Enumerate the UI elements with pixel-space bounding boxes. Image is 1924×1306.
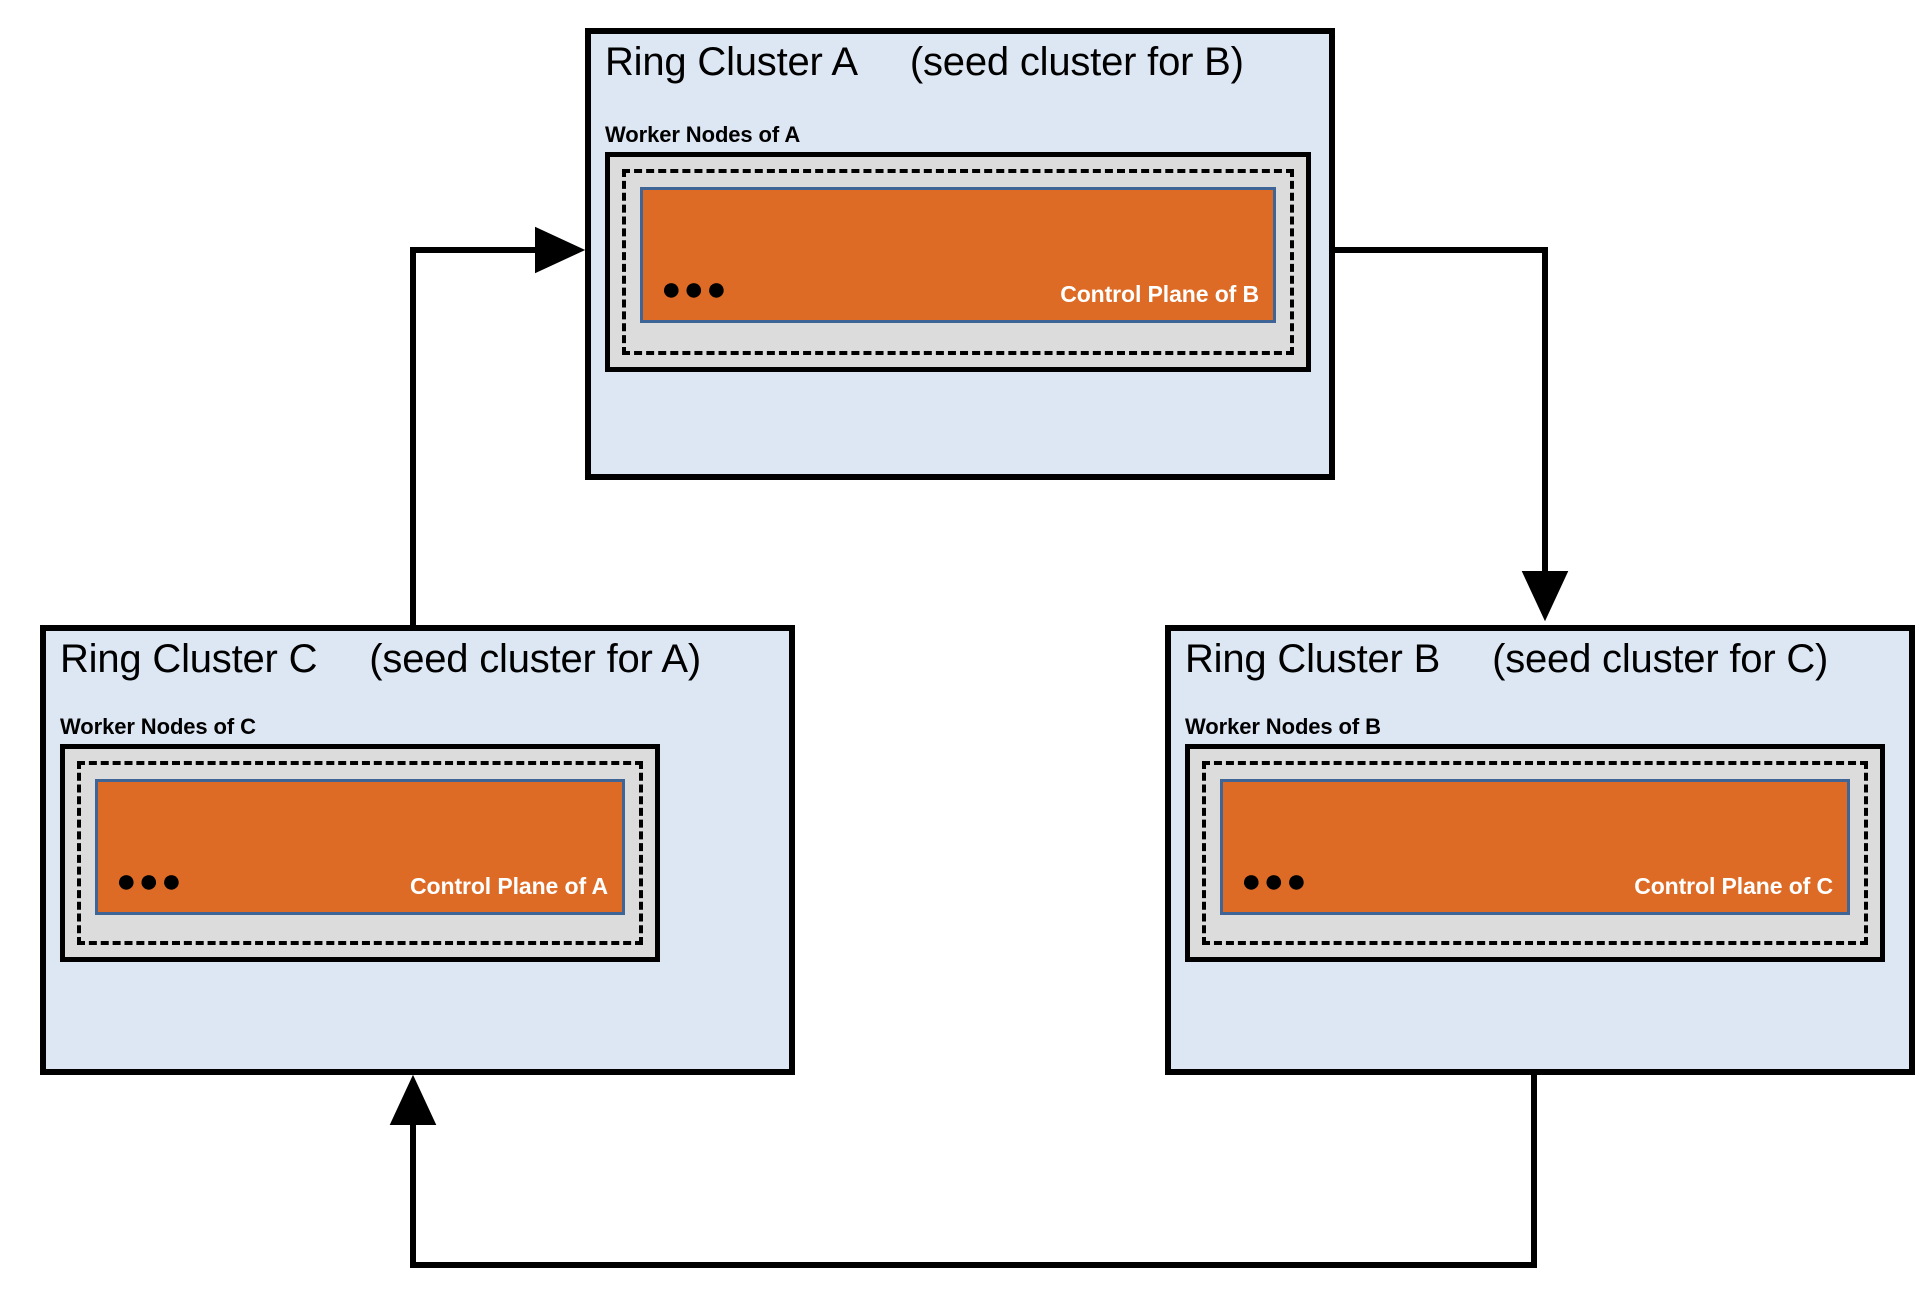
cluster-b-control-plane[interactable]: ●●● Control Plane of C — [1220, 779, 1850, 915]
cluster-b-dashed-boundary — [1202, 761, 1868, 945]
cluster-a-name: Ring Cluster A — [605, 40, 858, 84]
cluster-c-worker-box: ●●● Control Plane of A — [60, 744, 660, 962]
cluster-c-name: Ring Cluster C — [60, 637, 318, 681]
cluster-b-title: Ring Cluster B (seed cluster for C) — [1185, 637, 1828, 682]
cluster-b-seed-note: (seed cluster for C) — [1492, 637, 1829, 681]
cluster-card-c[interactable]: Ring Cluster C (seed cluster for A) Work… — [40, 625, 795, 1075]
cluster-a-title: Ring Cluster A (seed cluster for B) — [605, 40, 1244, 85]
cluster-b-control-plane-label: Control Plane of C — [1634, 873, 1833, 899]
cluster-c-control-plane[interactable]: ●●● Control Plane of A — [95, 779, 625, 915]
cluster-c-title: Ring Cluster C (seed cluster for A) — [60, 637, 701, 682]
arrow-c-to-a — [410, 226, 586, 625]
arrow-b-to-c — [389, 1074, 1537, 1268]
cluster-c-ellipsis-dots: ●●● — [116, 862, 184, 900]
cluster-c-seed-note: (seed cluster for A) — [369, 637, 701, 681]
cluster-a-dashed-boundary — [622, 169, 1294, 355]
cluster-b-ellipsis-dots: ●●● — [1241, 862, 1309, 900]
cluster-a-control-plane[interactable]: ●●● Control Plane of B — [640, 187, 1276, 323]
cluster-c-worker-label: Worker Nodes of C — [60, 714, 256, 739]
cluster-a-control-plane-label: Control Plane of B — [1060, 281, 1259, 307]
cluster-b-name: Ring Cluster B — [1185, 637, 1441, 681]
cluster-card-a[interactable]: Ring Cluster A (seed cluster for B) Work… — [585, 28, 1335, 480]
cluster-c-dashed-boundary — [77, 761, 643, 945]
cluster-a-seed-note: (seed cluster for B) — [909, 40, 1244, 84]
cluster-a-worker-box: ●●● Control Plane of B — [605, 152, 1311, 372]
cluster-a-ellipsis-dots: ●●● — [661, 270, 729, 308]
cluster-c-control-plane-label: Control Plane of A — [410, 873, 608, 899]
arrow-a-to-b — [1335, 247, 1569, 622]
cluster-a-worker-label: Worker Nodes of A — [605, 122, 801, 147]
cluster-card-b[interactable]: Ring Cluster B (seed cluster for C) Work… — [1165, 625, 1915, 1075]
cluster-b-worker-label: Worker Nodes of B — [1185, 714, 1381, 739]
cluster-b-worker-box: ●●● Control Plane of C — [1185, 744, 1885, 962]
